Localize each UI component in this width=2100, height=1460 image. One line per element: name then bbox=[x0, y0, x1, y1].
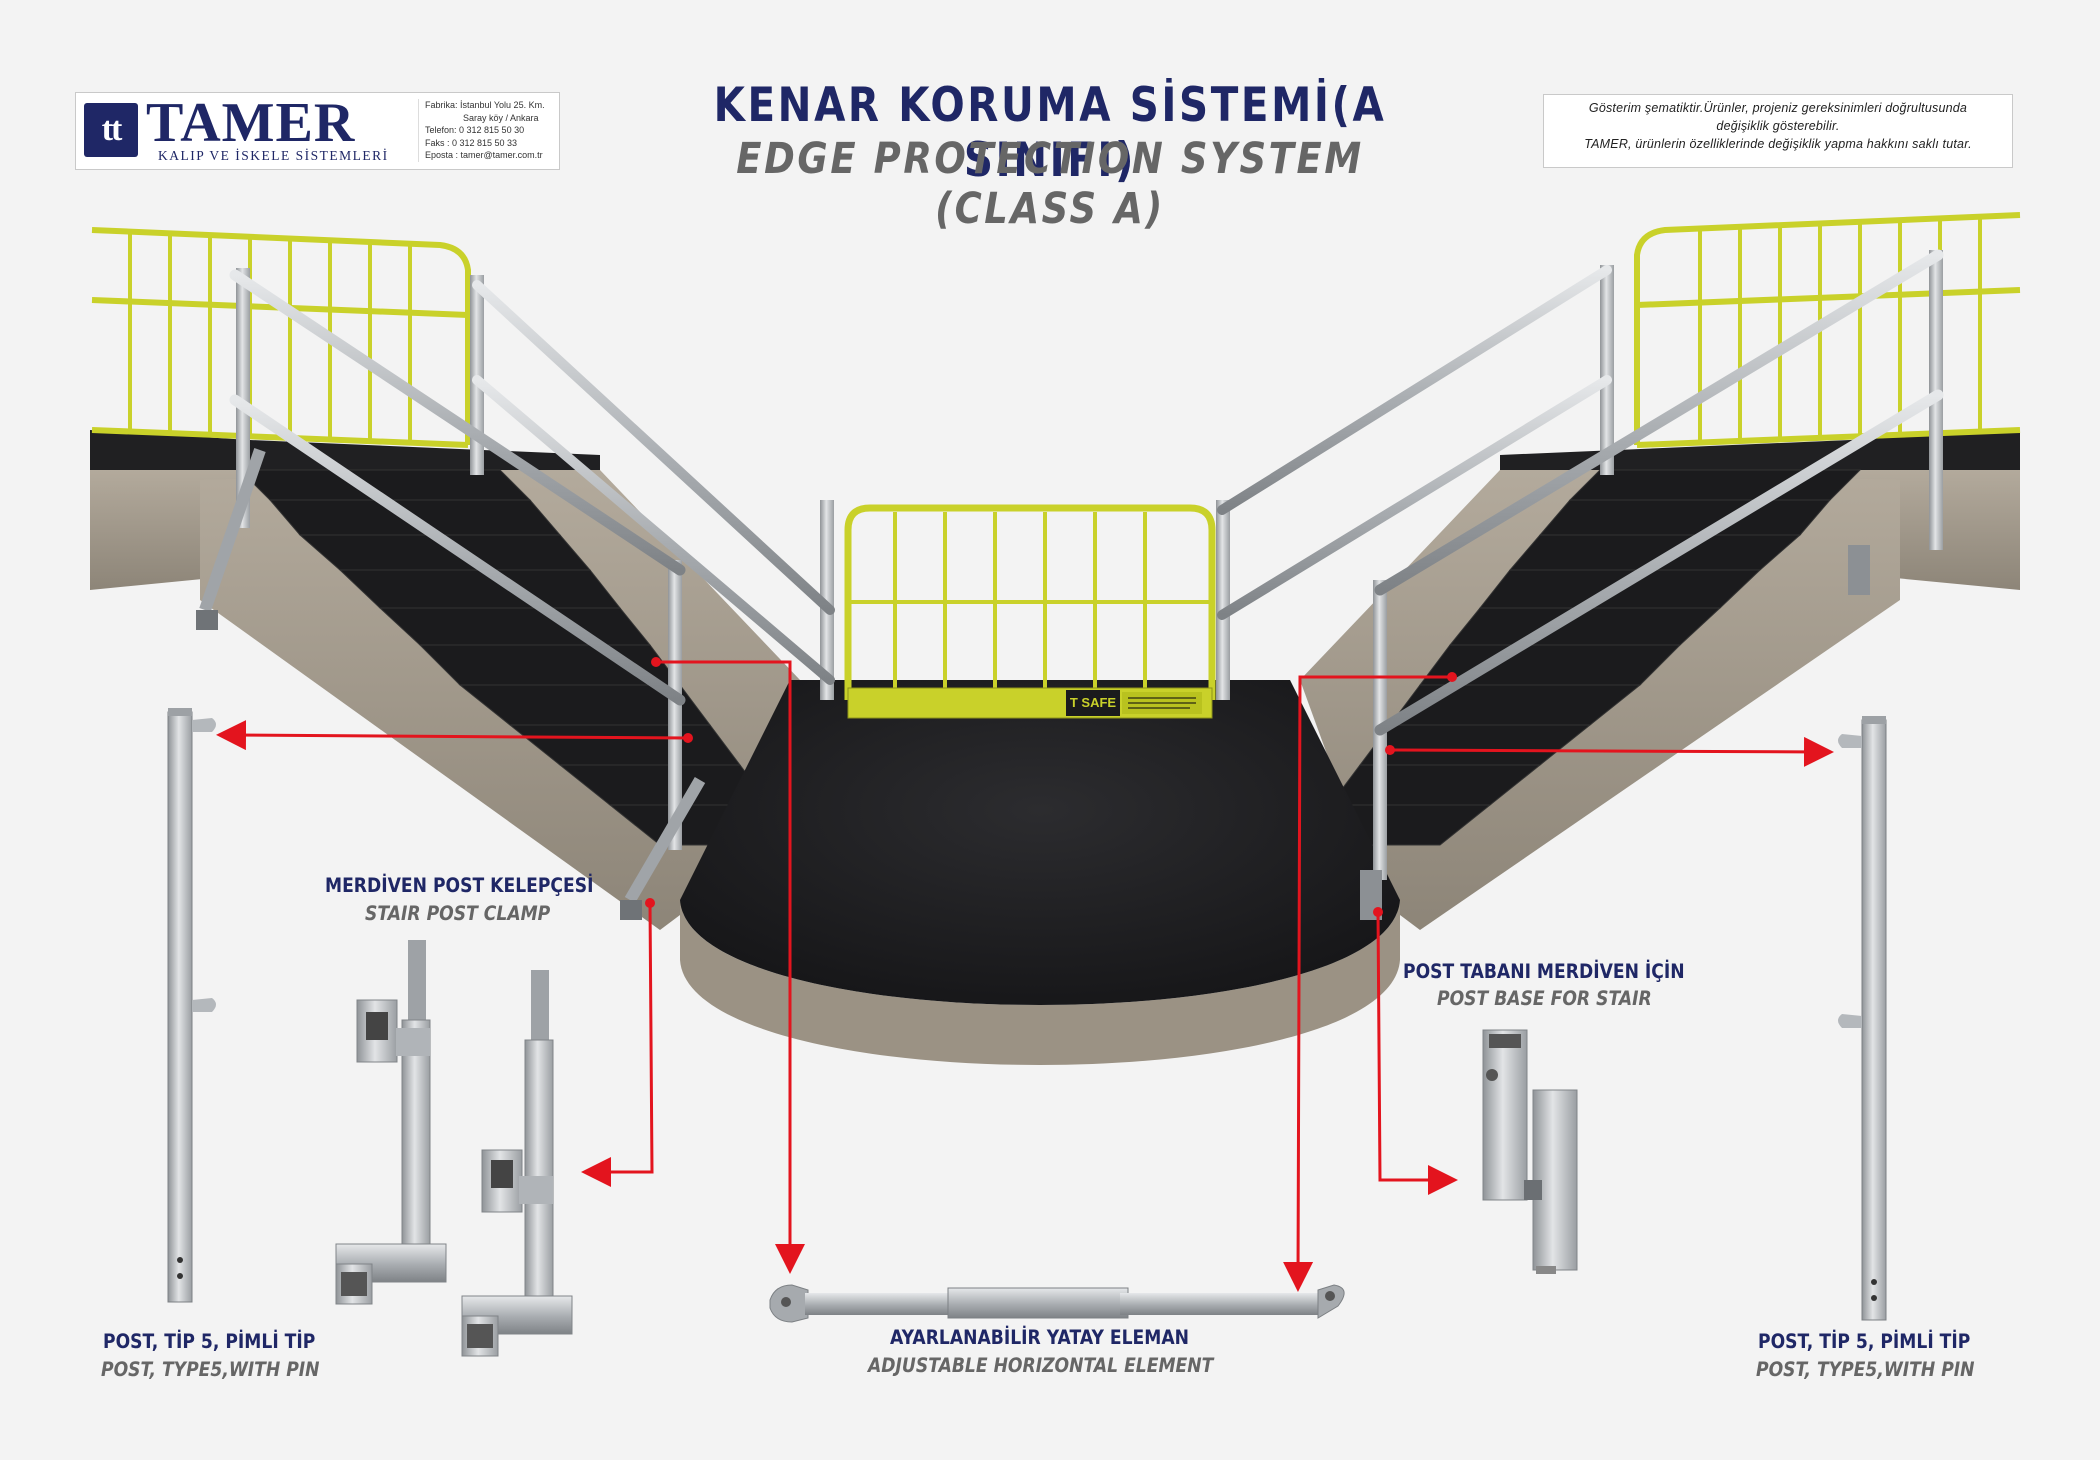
center-safety-gate bbox=[844, 504, 1216, 719]
post-type5-left-illustration bbox=[167, 708, 216, 1303]
disclaimer-line: TAMER, ürünlerin özelliklerinde değişikl… bbox=[1584, 137, 1972, 151]
right-steps bbox=[1309, 469, 1862, 846]
label-post-base-en: POST BASE FOR STAIR bbox=[1437, 987, 1652, 1010]
contact-line: Fabrika: İstanbul Yolu 25. Km. bbox=[425, 100, 545, 110]
label-post-left-tr: POST, TİP 5, PİMLİ TİP bbox=[103, 1330, 316, 1353]
disclaimer-box: Gösterim şematiktir.Ürünler, projeniz ge… bbox=[1543, 94, 2013, 168]
company-contact: Fabrika: İstanbul Yolu 25. Km. Saray köy… bbox=[418, 99, 565, 162]
disclaimer-line: Gösterim şematiktir.Ürünler, projeniz ge… bbox=[1588, 101, 1968, 115]
page-title-tr: KENAR KORUMA SİSTEMİ(A SINIFI) bbox=[713, 78, 1387, 188]
disclaimer-line: değişiklik gösterebilir. bbox=[1716, 119, 1840, 133]
company-logo-box: tt TAMER KALIP VE İSKELE SİSTEMLERİ Fabr… bbox=[75, 92, 560, 170]
callout-dots bbox=[645, 657, 1457, 917]
label-post-left-en: POST, TYPE5,WITH PIN bbox=[101, 1358, 320, 1381]
yellow-guardrail-left bbox=[91, 227, 471, 448]
post-type5-right-illustration bbox=[1838, 716, 1887, 1321]
tamer-logo-icon: tt bbox=[84, 103, 138, 157]
company-name: TAMER bbox=[146, 92, 356, 154]
label-horizontal-tr: AYARLANABİLİR YATAY ELEMAN bbox=[890, 1326, 1189, 1349]
left-steps bbox=[238, 469, 791, 846]
label-horizontal-en: ADJUSTABLE HORIZONTAL ELEMENT bbox=[868, 1354, 1214, 1377]
callout-lines bbox=[216, 660, 1834, 1292]
contact-line: Faks : 0 312 815 50 33 bbox=[425, 137, 518, 148]
company-tagline: KALIP VE İSKELE SİSTEMLERİ bbox=[158, 148, 389, 163]
contact-line: Saray köy / Ankara bbox=[463, 112, 539, 123]
stair-post-clamp-illustration bbox=[335, 940, 573, 1357]
gate-sign: T SAFE bbox=[1069, 695, 1117, 710]
label-stair-clamp-tr: MERDİVEN POST KELEPÇESİ bbox=[325, 874, 594, 897]
contact-line: Telefon: 0 312 815 50 30 bbox=[425, 125, 525, 135]
contact-line: Eposta : tamer@tamer.com.tr bbox=[425, 150, 543, 160]
label-post-base-tr: POST TABANI MERDİVEN İÇİN bbox=[1403, 960, 1685, 983]
yellow-guardrail-right bbox=[1634, 212, 2021, 448]
adjustable-horizontal-element-illustration bbox=[769, 1284, 1345, 1323]
post-base-for-stair-illustration bbox=[1482, 1029, 1578, 1274]
label-post-right-en: POST, TYPE5,WITH PIN bbox=[1756, 1358, 1975, 1381]
steel-railings bbox=[196, 249, 1944, 920]
landing bbox=[680, 680, 1400, 1065]
label-stair-clamp-en: STAIR POST CLAMP bbox=[365, 902, 551, 925]
page-title-en: EDGE PROTECTION SYSTEM (CLASS A) bbox=[736, 134, 1364, 234]
label-post-right-tr: POST, TİP 5, PİMLİ TİP bbox=[1758, 1330, 1971, 1353]
